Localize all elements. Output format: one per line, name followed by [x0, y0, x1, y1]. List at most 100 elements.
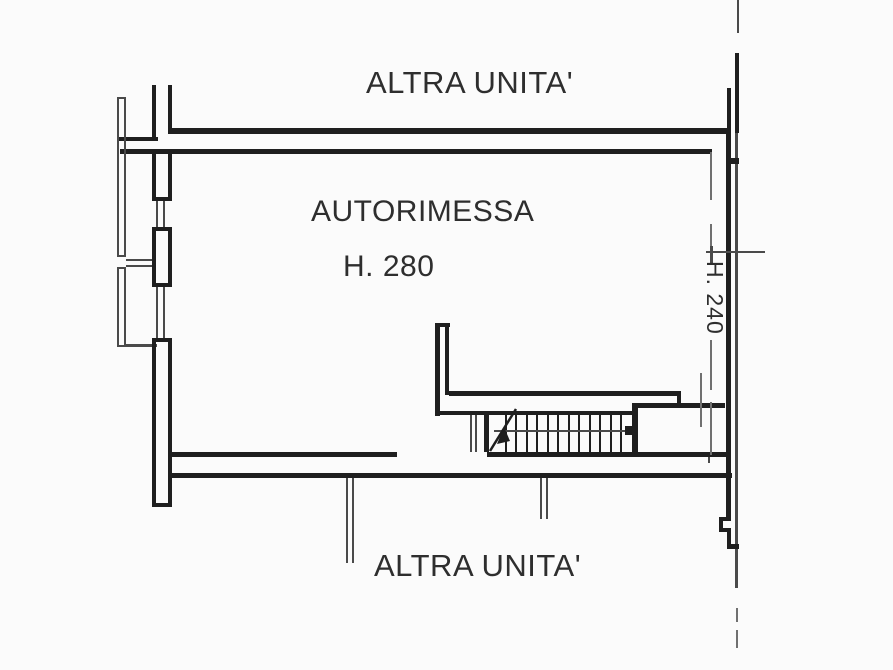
dashed-line-seg3	[710, 340, 712, 390]
upper-stub-cap	[117, 137, 158, 141]
bottom-wall-inner-right	[487, 452, 728, 457]
left-outer-band-lower	[117, 259, 157, 347]
right-wall-inner-main	[726, 133, 731, 517]
band-bottom-connector	[126, 344, 157, 347]
band-lower-cap-top	[117, 267, 126, 269]
left-outer-band-upper	[117, 97, 126, 257]
band-lower-right-line	[124, 267, 126, 347]
left-wall-inner-seg3	[168, 342, 172, 507]
window1-jamb-top	[152, 197, 172, 201]
stair-tread	[536, 413, 538, 452]
window2-jamb-bottom	[152, 338, 172, 342]
right-wall-dash-bottom-2	[736, 630, 738, 648]
left-wall-outer-seg1	[152, 153, 156, 200]
interior-wall-step	[677, 391, 681, 408]
stair-right-edge	[632, 403, 638, 452]
hinge-tick	[708, 457, 710, 463]
dimension-line	[706, 251, 765, 253]
bottom-stub-left	[346, 478, 354, 563]
window1-glass-line-b	[163, 201, 165, 228]
top-wall	[120, 128, 731, 154]
bottom-wall-outer-face	[170, 473, 732, 478]
band-upper-cap-bottom	[117, 255, 126, 257]
stair-tread	[578, 413, 580, 452]
stair-tread	[589, 413, 591, 452]
stair-tread	[568, 413, 570, 452]
left-wall-outer-seg3	[152, 342, 156, 507]
right-wall-inner-stub-above	[727, 88, 731, 128]
stair-tread	[547, 413, 549, 452]
right-wall-cap-bottom	[727, 544, 739, 549]
right-wall-dash-bottom-1	[736, 608, 738, 622]
stair-walking-line	[494, 430, 631, 432]
dashed-line-seg4	[710, 402, 712, 455]
left-wall-bottom-cap	[152, 503, 172, 507]
left-wall-outer-seg2	[152, 231, 156, 283]
stair-tread	[620, 413, 622, 452]
band-lower-left-line	[117, 267, 119, 347]
stub-left-line-b	[352, 478, 354, 563]
right-wall-inner-low	[727, 528, 731, 548]
label-room-name: AUTORIMESSA	[311, 195, 535, 228]
dashed-line-seg1	[710, 152, 712, 200]
stub-left-line-a	[346, 478, 348, 563]
top-wall-inner-face	[120, 149, 712, 154]
stair-tread	[526, 413, 528, 452]
window1-jamb-bottom	[152, 227, 172, 231]
stairwell-wall-line-a	[470, 415, 472, 452]
window2-glass-line-a	[156, 287, 158, 338]
stair-tread	[610, 413, 612, 452]
label-corridor-height: H. 240	[702, 261, 728, 335]
top-wall-outer-face	[168, 128, 731, 134]
band-mid-connector-b	[126, 265, 153, 267]
band-upper-cap-top	[117, 97, 126, 99]
corridor-projection-lines	[700, 152, 765, 463]
band-upper-right-line	[124, 97, 126, 257]
window2-glass-line-b	[163, 287, 165, 338]
label-other-unit-bottom: ALTRA UNITA'	[374, 548, 582, 583]
right-wall-notch-top	[719, 517, 731, 521]
label-other-unit-top: ALTRA UNITA'	[366, 65, 574, 100]
stair-direction-arrow-icon	[497, 427, 510, 444]
window2-jamb-top	[152, 283, 172, 287]
right-wall-outer-lower	[735, 133, 738, 588]
stair-left-edge	[484, 411, 489, 452]
walking-line-end-square	[625, 426, 634, 435]
right-wall-notch-side	[719, 517, 723, 532]
right-wall-cap-top	[726, 158, 739, 164]
interior-wall-lower-line	[638, 403, 725, 408]
bottom-wall-inner-left	[170, 452, 397, 457]
stair-tread	[599, 413, 601, 452]
band-upper-left-line	[117, 97, 119, 257]
l-wall-right-line	[445, 323, 449, 395]
left-wall-inner-seg1	[168, 153, 172, 200]
dimension-tick	[710, 246, 713, 264]
stair-tread	[557, 413, 559, 452]
l-wall-top-cap	[435, 323, 450, 327]
upper-stub-outer-line	[152, 85, 156, 141]
l-wall-left-line	[435, 323, 440, 416]
stair-treads	[505, 413, 622, 452]
band-mid-connector-a	[126, 259, 153, 261]
bottom-stub-right	[540, 478, 548, 519]
dashed-line-seg2	[710, 224, 712, 250]
left-wall-inner-seg2	[168, 231, 172, 283]
interior-wall-upper-line	[449, 391, 681, 396]
right-wall-notch-bottom	[719, 528, 731, 532]
staircase	[470, 403, 638, 452]
left-wall	[152, 153, 172, 507]
stub-right-line-a	[540, 478, 542, 519]
stub-right-line-b	[546, 478, 548, 519]
right-wall-outer-upper	[735, 53, 739, 133]
label-room-height: H. 280	[343, 250, 435, 283]
left-wall-upper-stub	[117, 85, 172, 141]
stairwell-wall-line-b	[475, 415, 477, 452]
right-wall	[719, 0, 739, 648]
upper-stub-inner-line	[168, 85, 172, 132]
interior-l-wall	[435, 323, 450, 416]
interior-horizontal-wall	[437, 391, 725, 415]
band-lower-cap-bottom	[117, 345, 126, 347]
bottom-wall	[170, 452, 732, 478]
